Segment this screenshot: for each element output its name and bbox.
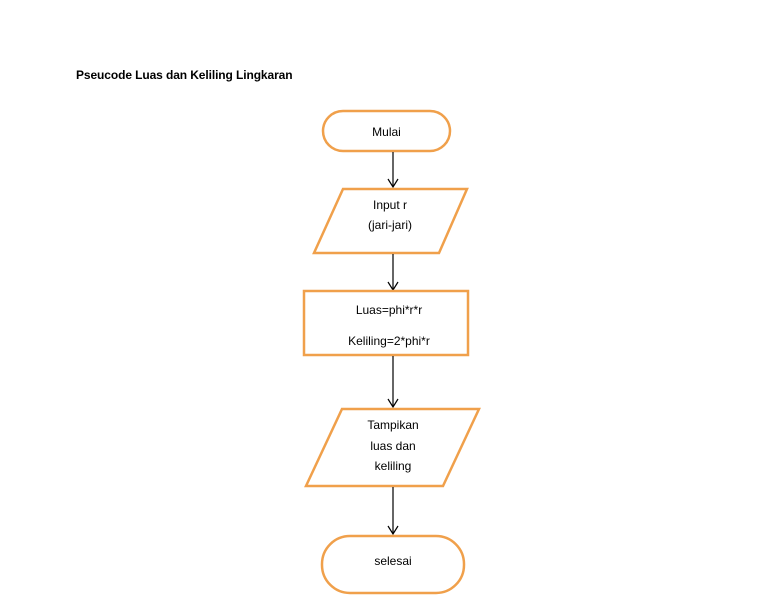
connector-output-to-end (387, 487, 399, 536)
connector-process-to-output (387, 356, 399, 409)
start-terminator-shape (321, 109, 452, 153)
arrowhead-icon (387, 178, 399, 189)
process-label-line2: Keliling=2*phi*r (348, 334, 430, 348)
arrowhead-icon (387, 398, 399, 409)
end-node: selesai (320, 534, 466, 595)
output-parallelogram-shape (304, 407, 481, 488)
connector-start-to-input (387, 152, 399, 189)
process-node: Luas=phi*r*r Keliling=2*phi*r (302, 289, 470, 357)
arrowhead-icon (387, 525, 399, 536)
process-rectangle-shape (302, 289, 470, 357)
start-label: Mulai (372, 125, 401, 139)
input-node: Input r (jari-jari) (312, 187, 469, 255)
process-label-line1: Luas=phi*r*r (356, 303, 422, 317)
input-label-line2: (jari-jari) (368, 218, 412, 232)
output-label-line2: luas dan (370, 439, 415, 453)
end-terminator-shape (320, 534, 466, 595)
output-node: Tampikan luas dan keliling (304, 407, 481, 488)
start-node: Mulai (321, 109, 452, 153)
end-label: selesai (374, 554, 411, 568)
output-label-line3: keliling (375, 459, 412, 473)
input-label-line1: Input r (373, 198, 407, 212)
connector-input-to-process (387, 254, 399, 292)
output-label-line1: Tampikan (367, 418, 418, 432)
input-parallelogram-shape (312, 187, 469, 255)
page-title: Pseucode Luas dan Keliling Lingkaran (76, 68, 293, 82)
